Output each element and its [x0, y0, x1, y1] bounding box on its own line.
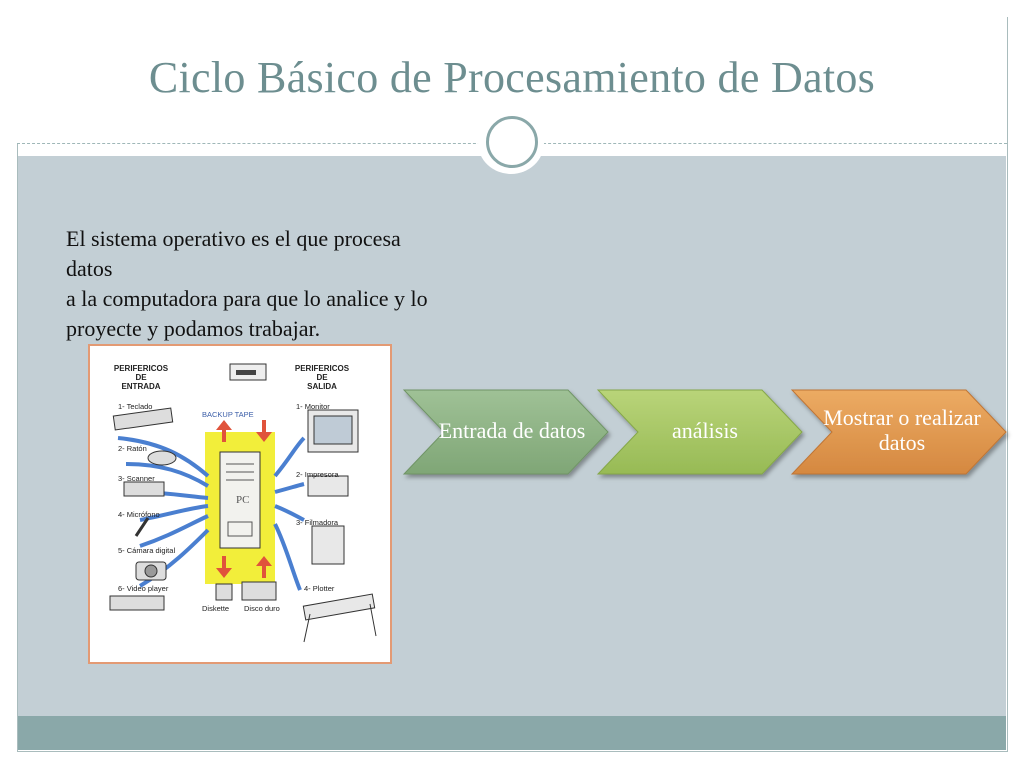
input-label: 1- Teclado — [118, 402, 153, 411]
diskette-icon — [215, 583, 233, 601]
footer-bar — [18, 716, 1006, 750]
input-label: 5- Cámara digital — [118, 546, 176, 555]
keyboard-icon — [112, 407, 174, 431]
peripherals-diagram — [109, 363, 377, 643]
output-arrow-icon — [273, 436, 306, 478]
output-label: 3- Filmadora — [296, 518, 339, 527]
peripherals-figure: PERIFERICOS DE ENTRADA PERIFERICOS DE SA… — [88, 344, 392, 664]
body-line: a la computadora para que lo analice y l… — [66, 286, 428, 311]
input-arrow-icon — [125, 462, 210, 488]
camera-lens — [144, 564, 158, 578]
output-arrow-icon — [274, 504, 305, 522]
video-player-icon — [109, 595, 165, 611]
plotter-leg — [369, 603, 377, 637]
input-arrow-icon — [139, 514, 209, 548]
process-chevrons — [402, 389, 1007, 475]
step-analisis-shape — [596, 389, 803, 475]
body-line: El sistema operativo es el que procesa — [66, 226, 401, 251]
output-heading-line: DE — [316, 373, 328, 382]
microphone-icon — [134, 517, 150, 537]
input-label: 6- Video player — [118, 584, 169, 593]
input-label: 2- Ratón — [118, 444, 147, 453]
output-label: 2- Impresora — [296, 470, 339, 479]
step-entrada-label: Entrada de datos — [438, 418, 586, 443]
body-line: proyecte y podamos trabajar. — [66, 316, 321, 341]
backup-tape-label: BACKUP TAPE — [202, 410, 254, 419]
input-heading-line: ENTRADA — [121, 382, 161, 391]
storage-label: Diskette — [202, 604, 230, 613]
pc-tower-icon — [219, 451, 261, 549]
red-arrow-icon — [216, 556, 232, 578]
input-heading-line: PERIFERICOS — [113, 364, 169, 373]
plotter-leg — [303, 613, 311, 643]
output-arrow-icon — [273, 523, 302, 591]
output-arrow-icon — [274, 482, 305, 494]
step-analisis-label: análisis — [672, 418, 738, 443]
body-text: El sistema operativo es el que procesa d… — [66, 224, 556, 344]
pc-vent — [227, 521, 253, 537]
divider-ring-icon — [486, 116, 538, 168]
storage-label: Disco duro — [244, 604, 280, 613]
output-label: 1- Monitor — [296, 402, 330, 411]
scanner-icon — [123, 481, 165, 497]
input-arrow-icon — [117, 436, 210, 478]
monitor-screen — [313, 415, 353, 445]
mouse-icon — [147, 450, 177, 466]
body-line: datos — [66, 256, 113, 281]
input-label: 4- Micrófono — [118, 510, 160, 519]
output-heading: PERIFERICOS DE SALIDA — [286, 364, 358, 391]
hard-disk-icon — [241, 581, 277, 601]
output-label: 4- Plotter — [304, 584, 335, 593]
slide-title: Ciclo Básico de Procesamiento de Datos — [148, 53, 876, 102]
red-arrow-icon — [256, 556, 272, 578]
red-arrow-icon — [256, 420, 272, 442]
output-heading-line: SALIDA — [307, 382, 337, 391]
red-arrow-icon — [216, 420, 232, 442]
input-heading-line: DE — [135, 373, 147, 382]
input-label: 3- Scanner — [118, 474, 155, 483]
pc-label: PC — [236, 494, 250, 506]
step-mostrar-shape — [790, 389, 1007, 475]
tape-slot — [236, 370, 256, 375]
step-entrada-shape — [402, 389, 609, 475]
step-mostrar-label: Mostrar o realizar datos — [823, 405, 981, 455]
input-heading: PERIFERICOS DE ENTRADA — [108, 364, 174, 391]
plotter-icon — [302, 593, 376, 621]
printer-icon — [307, 475, 349, 497]
filmmaker-icon — [311, 525, 345, 565]
output-heading-line: PERIFERICOS — [294, 364, 350, 373]
